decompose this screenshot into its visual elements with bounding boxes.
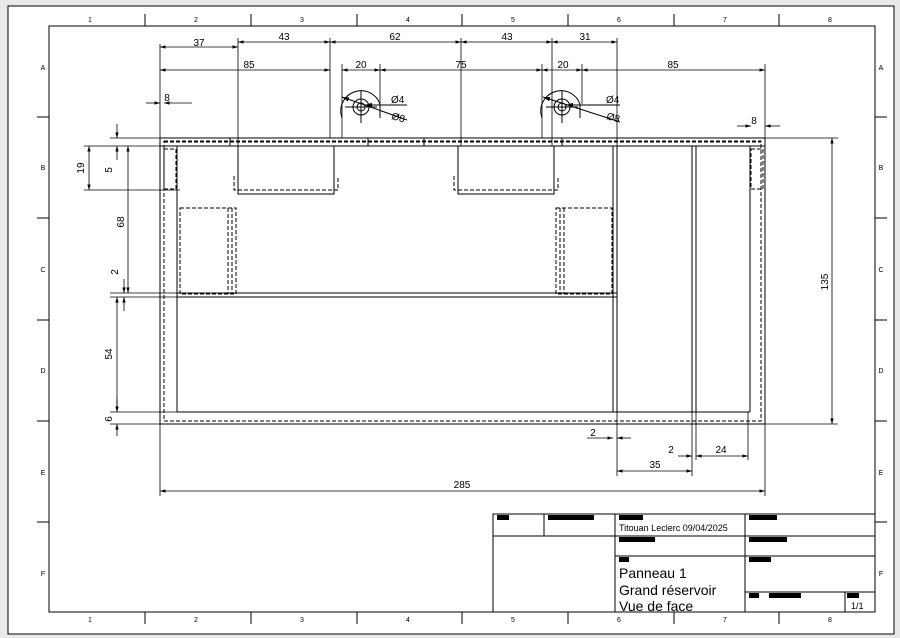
col-label: 4 xyxy=(406,17,410,24)
paper xyxy=(7,5,895,635)
col-label: 5 xyxy=(511,617,515,624)
row-label: D xyxy=(40,368,45,375)
title-block xyxy=(492,513,876,613)
dimension-labels: 37 43 62 43 31 85 20 75 20 85 8 8 19 5 6… xyxy=(76,32,831,491)
row-label: C xyxy=(878,267,883,274)
row-label: F xyxy=(41,571,45,578)
dim-75: 75 xyxy=(455,60,467,71)
dim-19: 19 xyxy=(76,162,87,174)
col-label: 7 xyxy=(723,617,727,624)
col-label: 2 xyxy=(194,17,198,24)
col-label: 4 xyxy=(406,617,410,624)
dim-24: 24 xyxy=(715,445,727,456)
col-label: 5 xyxy=(511,17,515,24)
hidden-lines xyxy=(163,140,764,422)
sheet-number: 1/1 xyxy=(851,601,864,611)
dim-5: 5 xyxy=(104,167,115,173)
dim-54: 54 xyxy=(104,348,115,360)
dim-43-left: 43 xyxy=(278,32,290,43)
col-label: 8 xyxy=(828,617,832,624)
col-label: 2 xyxy=(194,617,198,624)
author-date: Titouan Leclerc 09/04/2025 xyxy=(619,523,728,533)
dim-31: 31 xyxy=(579,32,591,43)
row-label: B xyxy=(41,165,46,172)
row-label: F xyxy=(879,571,883,578)
dim-8-left: 8 xyxy=(164,93,170,104)
extension-lines xyxy=(84,38,838,496)
row-label: A xyxy=(879,65,884,72)
dim-20-right: 20 xyxy=(557,60,569,71)
dim-62: 62 xyxy=(389,32,401,43)
dim-135: 135 xyxy=(820,273,831,290)
row-label: A xyxy=(41,65,46,72)
col-label: 3 xyxy=(300,617,304,624)
dim-6: 6 xyxy=(104,416,115,422)
row-label: E xyxy=(879,470,884,477)
dim-85-right: 85 xyxy=(667,60,679,71)
col-label: 1 xyxy=(88,17,92,24)
dim-2-bottom-a: 2 xyxy=(590,428,596,439)
dim-43-right: 43 xyxy=(501,32,513,43)
row-label: E xyxy=(41,470,46,477)
col-label: 1 xyxy=(88,617,92,624)
dim-35: 35 xyxy=(649,460,661,471)
col-label: 6 xyxy=(617,17,621,24)
grid-labels: 1 2 3 4 5 6 7 8 1 2 3 4 5 6 7 8 A B C D … xyxy=(40,17,883,624)
col-label: 7 xyxy=(723,17,727,24)
dimension-lines xyxy=(87,40,834,493)
dim-2-bottom-b: 2 xyxy=(668,445,674,456)
title-block-redactions xyxy=(497,515,859,598)
row-label: D xyxy=(878,368,883,375)
col-label: 3 xyxy=(300,17,304,24)
title-line-2: Grand réservoir xyxy=(619,582,717,598)
col-label: 6 xyxy=(617,617,621,624)
col-label: 8 xyxy=(828,17,832,24)
dim-285: 285 xyxy=(454,480,471,491)
dim-85-left: 85 xyxy=(243,60,255,71)
hole-right-small-label: Ø4 xyxy=(606,95,620,106)
title-line-3: Vue de face xyxy=(619,598,693,614)
row-label: C xyxy=(40,267,45,274)
dim-68: 68 xyxy=(116,216,127,228)
dim-20-left: 20 xyxy=(355,60,367,71)
title-line-1: Panneau 1 xyxy=(619,565,687,581)
dim-2-left: 2 xyxy=(110,269,121,275)
hole-leaders xyxy=(341,96,621,123)
dim-8-right: 8 xyxy=(751,116,757,127)
hole-left-small-label: Ø4 xyxy=(391,95,405,106)
hole-left-large-label: Ø8 xyxy=(390,111,406,125)
row-label: B xyxy=(879,165,884,172)
dim-37: 37 xyxy=(193,38,205,49)
grid-ticks xyxy=(37,14,887,624)
